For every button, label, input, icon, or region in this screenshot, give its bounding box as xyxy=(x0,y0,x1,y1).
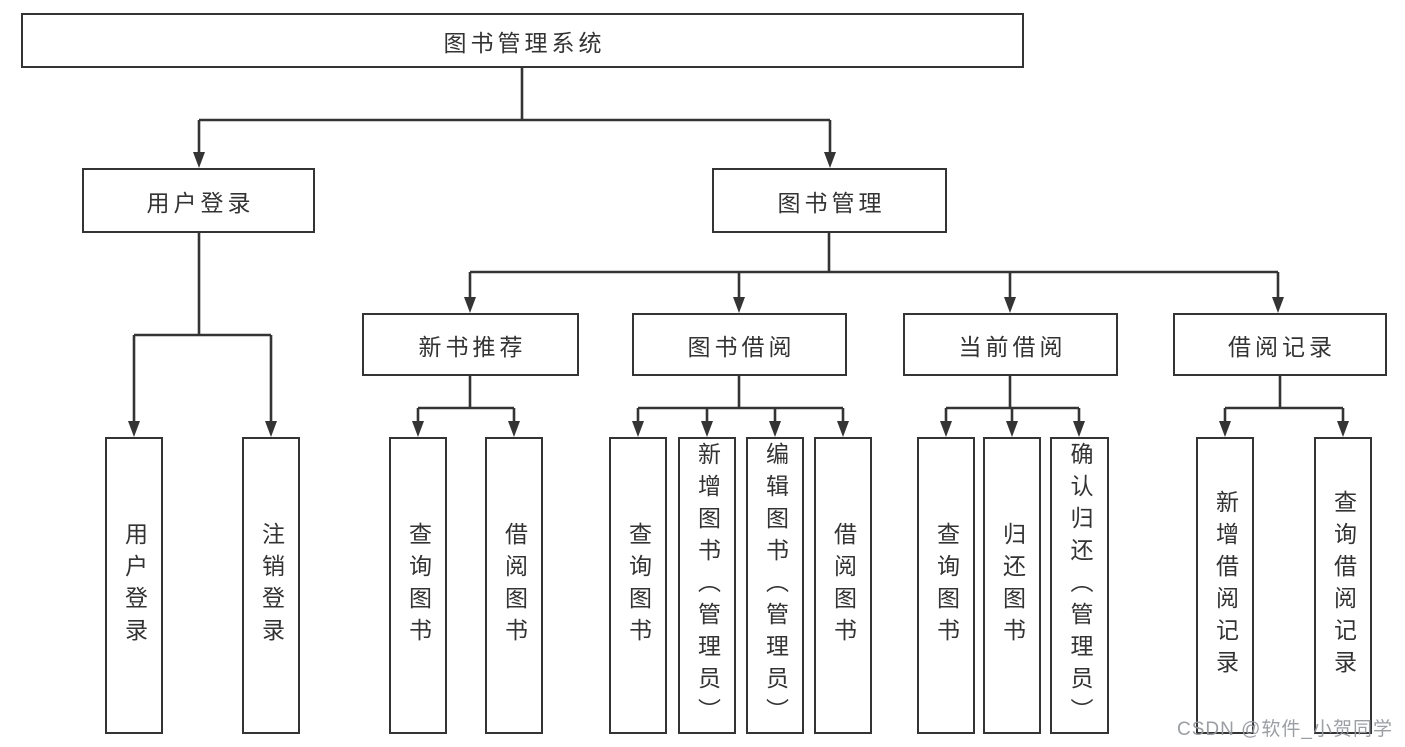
node-user-login-leaf: 用户登录 xyxy=(105,437,163,734)
node-label: 注销登录 xyxy=(258,521,285,650)
node-query-books-current: 查询图书 xyxy=(917,437,975,734)
node-borrow-books: 借阅图书 xyxy=(814,437,872,734)
node-label: 确认归还（管理员） xyxy=(1067,441,1093,730)
node-query-books-recommend: 查询图书 xyxy=(389,437,447,734)
node-borrowing-records: 借阅记录 xyxy=(1173,313,1387,376)
node-library-management-system: 图书管理系统 xyxy=(21,13,1024,68)
node-logout: 注销登录 xyxy=(242,437,300,734)
node-label: 编辑图书（管理员） xyxy=(762,441,789,730)
node-add-borrow-record: 新增借阅记录 xyxy=(1196,437,1254,734)
node-label: 查询图书 xyxy=(933,521,960,650)
node-label: 借阅图书 xyxy=(830,521,857,650)
node-label: 用户登录 xyxy=(121,521,148,650)
node-book-borrowing: 图书借阅 xyxy=(632,313,847,376)
arrowheads xyxy=(128,152,1349,437)
node-current-borrowing: 当前借阅 xyxy=(903,313,1118,376)
node-return-books: 归还图书 xyxy=(983,437,1041,734)
node-label: 查询图书 xyxy=(405,521,432,650)
node-user-login-branch: 用户登录 xyxy=(82,168,315,233)
node-borrow-books-recommend: 借阅图书 xyxy=(485,437,543,734)
node-label: 查询图书 xyxy=(625,521,652,650)
node-label: 新增借阅记录 xyxy=(1212,489,1239,682)
csdn-watermark: CSDN @软件_小贺同学 xyxy=(1177,719,1393,740)
node-label: 归还图书 xyxy=(999,521,1026,650)
node-label: 查询借阅记录 xyxy=(1330,489,1357,682)
node-query-books-borrowing: 查询图书 xyxy=(609,437,667,734)
node-query-borrow-record: 查询借阅记录 xyxy=(1314,437,1372,734)
node-add-books-admin: 新增图书（管理员） xyxy=(678,437,736,734)
node-label: 借阅图书 xyxy=(501,521,528,650)
node-new-book-recommendation: 新书推荐 xyxy=(362,313,579,376)
node-confirm-return-admin: 确认归还（管理员） xyxy=(1050,437,1109,734)
node-edit-books-admin: 编辑图书（管理员） xyxy=(746,437,804,734)
node-label: 新增图书（管理员） xyxy=(694,441,721,730)
node-book-management-branch: 图书管理 xyxy=(712,168,947,233)
